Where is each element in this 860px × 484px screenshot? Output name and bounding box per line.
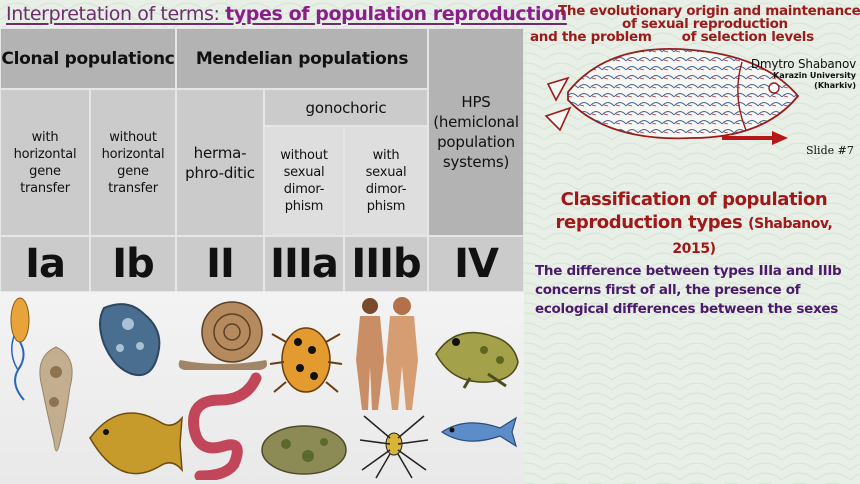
header-hps-label: HPS (hemiclonal population systems) [433, 93, 519, 171]
cell-ia-description-text: with horizontal gene transfer [13, 129, 77, 196]
page-title-prefix: Interpretation of terms: [6, 3, 226, 25]
bacterium-image [10, 297, 30, 401]
cell-iiib-description-text: with sexual dimor-phism [365, 148, 407, 214]
cell-ii-description-text: herma-phro-ditic [185, 143, 255, 182]
author-name: Dmytro Shabanov [750, 57, 856, 71]
header-mendelian-label: Mendelian populations [195, 48, 409, 69]
type-ii-label: II [206, 241, 235, 287]
carp-fish-image [89, 412, 183, 475]
type-iiib-label: IIIb [351, 241, 421, 287]
page-title: Interpretation of terms: types of popula… [6, 3, 567, 25]
fish-logo-icon [544, 48, 800, 145]
title-line-3b: of selection levels [681, 29, 815, 45]
type-ib-label: Ib [112, 241, 155, 287]
organisms-images [0, 292, 524, 484]
type-iv-label: IV [454, 241, 499, 287]
header-clonal: Clonal populationc [0, 28, 176, 89]
author-city: (Kharkiv) [814, 81, 856, 90]
type-iiib: IIIb [344, 236, 428, 292]
type-iiia-label: IIIa [270, 241, 339, 287]
spider-image [359, 415, 429, 479]
classification-title-text: Classification of population reproductio… [555, 189, 828, 233]
page-title-bold: types of population reproduction [225, 3, 567, 25]
toad-image [261, 425, 347, 475]
rotifer-image [39, 346, 73, 452]
earthworm-image [188, 372, 262, 480]
type-iv: IV [428, 236, 524, 292]
classification-title: Classification of population reproductio… [534, 188, 854, 261]
frog-image [435, 331, 519, 389]
type-iiia: IIIa [264, 236, 344, 292]
cell-ii-description: herma-phro-ditic [176, 89, 264, 236]
header-gonochoric: gonochoric [264, 89, 428, 126]
type-ii: II [176, 236, 264, 292]
cell-iiia-description: without sexual dimor-phism [264, 126, 344, 236]
red-arrow-icon [722, 131, 788, 145]
cell-ia-description: with horizontal gene transfer [0, 89, 90, 236]
author-block: Dmytro Shabanov Karazin University (Khar… [700, 57, 856, 91]
header-clonal-label: Clonal populationc [1, 48, 175, 69]
slide-number: Slide #7 [806, 144, 854, 157]
small-fish-image [440, 416, 518, 448]
cell-ib-description-text: without horizontal gene transfer [101, 129, 165, 196]
snail-image [178, 301, 268, 370]
cell-iiia-description-text: without sexual dimor-phism [280, 148, 328, 214]
header-gonochoric-label: gonochoric [305, 98, 387, 117]
header-mendelian: Mendelian populations [176, 28, 428, 89]
type-ia: Ia [0, 236, 90, 292]
header-hps: HPS (hemiclonal population systems) [428, 28, 524, 236]
humans-image [356, 297, 418, 410]
title-line-1: The evolutionary origin and maintenance [558, 3, 860, 19]
title-line-2: of sexual reproduction [622, 16, 788, 32]
classification-citation: (Shabanov, 2015) [672, 216, 833, 257]
paramecium-image [99, 303, 161, 376]
explanation-note: The difference between types IIIa and II… [535, 263, 842, 317]
type-ia-label: Ia [25, 241, 66, 287]
beetle-image [269, 327, 343, 393]
cell-ib-description: without horizontal gene transfer [90, 89, 176, 236]
reproduction-types-table: Clonal populationc Mendelian populations… [0, 28, 524, 484]
cell-iiib-description: with sexual dimor-phism [344, 126, 428, 236]
type-ib: Ib [90, 236, 176, 292]
presentation-title: The evolutionary origin and maintenance … [530, 3, 860, 45]
title-line-3a: and the problem [530, 29, 652, 45]
author-university: Karazin University [773, 71, 856, 80]
